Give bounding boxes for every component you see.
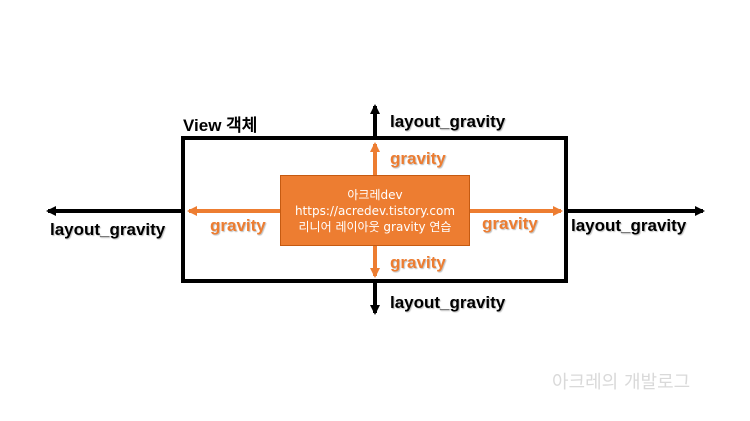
layout-gravity-label-right: layout_gravity [571, 216, 687, 235]
layout-gravity-label-left: layout_gravity [50, 220, 166, 239]
center-box-description: 리니어 레이아웃 gravity 연습 [298, 219, 452, 234]
layout-gravity-label-bottom: layout_gravity [390, 293, 506, 312]
child-content-box: 아크레dev https://acredev.tistory.com 리니어 레… [280, 175, 470, 246]
center-box-url: https://acredev.tistory.com [294, 203, 456, 218]
center-box-title: 아크레dev [347, 187, 403, 202]
gravity-label-top: gravity [390, 149, 446, 168]
gravity-label-right: gravity [482, 214, 538, 233]
watermark-text: 아크레의 개발로그 [552, 372, 691, 393]
layout-gravity-label-top: layout_gravity [390, 112, 506, 131]
gravity-label-bottom: gravity [390, 253, 446, 272]
view-object-title: View 객체 [183, 116, 258, 135]
gravity-label-left: gravity [210, 216, 266, 235]
